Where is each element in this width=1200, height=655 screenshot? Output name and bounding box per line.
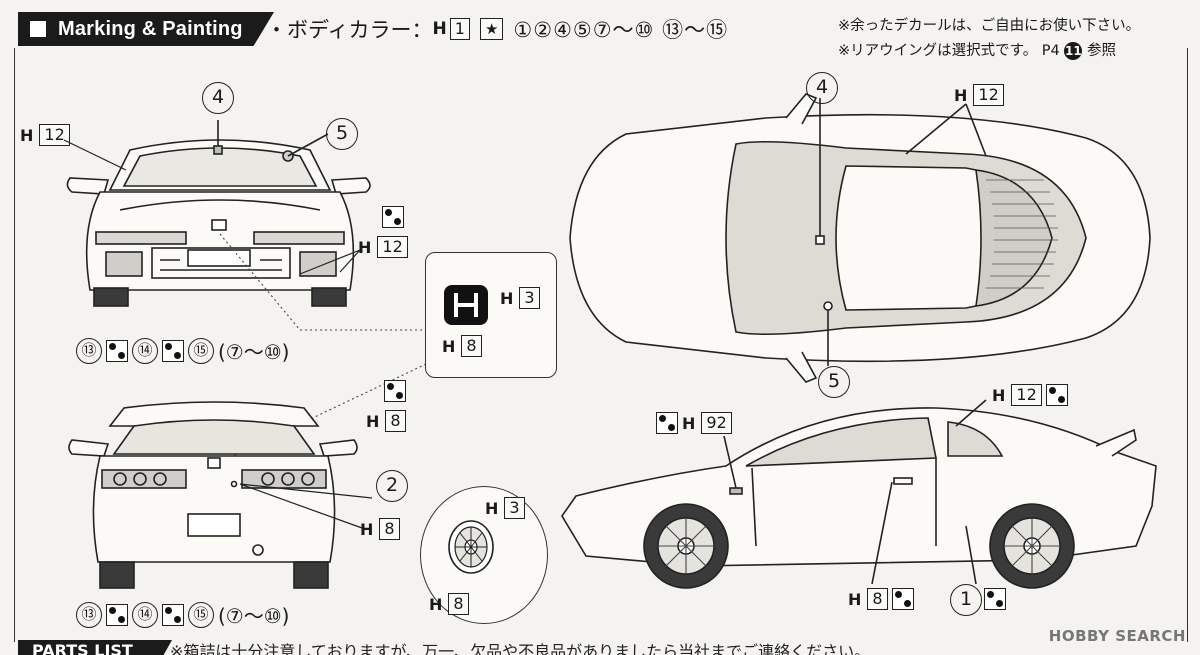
body-color-line: ・ボディカラー： H 1 ★ ①②④⑤⑦〜⑩ ⑬〜⑮ [266,14,728,44]
rear-view-drawing [68,401,358,589]
decal-10: ⑩ [634,18,655,42]
star-icon: ★ [479,18,504,40]
wheel-h3-number: 3 [504,497,525,519]
checker-icon [1045,384,1068,406]
decal-13: ⑬ [662,18,685,42]
callout-2-rear: 2 [376,470,408,502]
body-color-h-letter: H [432,19,447,39]
parts-list-tab: PARTS LIST [18,640,172,655]
callout-4-front: 4 [202,82,234,114]
front-view-drawing [66,120,371,307]
leader-grille [299,249,361,275]
diagram-frame [14,48,1188,642]
checker-icon [384,380,406,402]
emblem-h3-number: 3 [519,287,540,309]
checker-icon [106,603,128,626]
body-color-h-number: 1 [449,18,470,40]
watermark-logo: HOBBY SEARCH [1048,627,1186,645]
front-seq-15: ⑮ [188,337,214,364]
decal-15: ⑮ [706,18,729,42]
decal-4: ④ [553,18,573,42]
side-h8-bottom-number: 8 [867,588,888,610]
emblem-h8-number: 8 [461,335,482,357]
side-view-drawing [561,399,1157,589]
footer-strip: PARTS LIST ※箱詰は十分注意しておりますが、万一、欠品や不良品がありま… [0,636,1200,655]
front-h12-grille-number: 12 [377,236,408,258]
rear-seq-14: ⑭ [132,601,158,628]
front-seq-13: ⑬ [76,337,102,364]
rear-seq-15: ⑮ [188,601,214,628]
leader-emblem-dotted [219,233,426,331]
wheel-h8-number: 8 [448,593,469,615]
wheel-icon [448,520,494,574]
leader-rear [239,483,373,529]
range-tilde: 〜 [612,18,635,42]
leader-windshield [63,139,127,171]
checker-icon [656,412,678,434]
checker-icon [382,206,404,228]
rear-seq-13: ⑬ [76,601,102,628]
note-rear-wing: ※リアウイングは選択式です。 P4 11 参照 [838,39,1140,64]
rear-seq-7-10: (⑦〜⑩) [218,604,290,628]
checker-icon [106,339,128,362]
mask-checker-front [382,206,404,228]
h-emblem-icon [444,285,488,325]
decal-1: ① [513,18,534,42]
notes: ※余ったデカールは、ご自由にお使い下さい。 ※リアウイングは選択式です。 P4 … [838,14,1140,64]
checker-icon [162,603,184,626]
top-h12-roof-number: 12 [973,84,1004,106]
callout-5-front: 5 [326,118,358,150]
front-h12-windshield-number: 12 [39,124,70,146]
mask-checker-rear [384,380,406,402]
note-rear-wing-text: ※リアウイングは選択式です。 P4 [838,43,1060,59]
callout-4-top: 4 [806,72,838,104]
note-leftover-decals: ※余ったデカールは、ご自由にお使い下さい。 [838,18,1141,34]
leader-emblem-dotted-rear [215,363,427,465]
checker-icon [984,588,1006,610]
decal-7: ⑦ [592,18,613,42]
callout-1-side: 1 [950,584,982,616]
decal-sequence: ①②④⑤⑦〜⑩ ⑬〜⑮ [513,14,728,44]
callout-5-top: 5 [818,366,850,398]
step-11-badge: 11 [1064,42,1083,60]
rear-decal-sequence: ⑬ ⑭ ⑮ (⑦〜⑩) [76,600,289,629]
side-h92-fender-number: 92 [701,412,732,434]
front-seq-14: ⑭ [132,337,158,364]
mask-checker-side [984,588,1006,610]
front-decal-sequence: ⑬ ⑭ ⑮ (⑦〜⑩) [76,336,289,365]
checker-icon [891,588,914,610]
decal-2: ② [533,18,554,42]
side-h12-window-number: 12 [1011,384,1042,406]
range-tilde-2: 〜 [684,18,707,42]
top-view-drawing [569,93,1151,383]
footer-note: ※箱詰は十分注意しておりますが、万一、欠品や不良品がありましたら当社までご連絡く… [170,642,871,655]
note-reference: 参照 [1087,43,1116,59]
decal-5: ⑤ [572,18,593,42]
rear-h8-bottom-number: 8 [379,518,400,540]
rear-h8-side-number: 8 [385,410,406,432]
checker-icon [162,339,184,362]
body-color-label: ・ボディカラー： [266,18,433,42]
section-title: Marking & Painting [58,18,243,40]
square-bullet-icon [30,21,46,37]
front-seq-7-10: (⑦〜⑩) [218,340,290,364]
section-title-bar: Marking & Painting [18,12,274,46]
